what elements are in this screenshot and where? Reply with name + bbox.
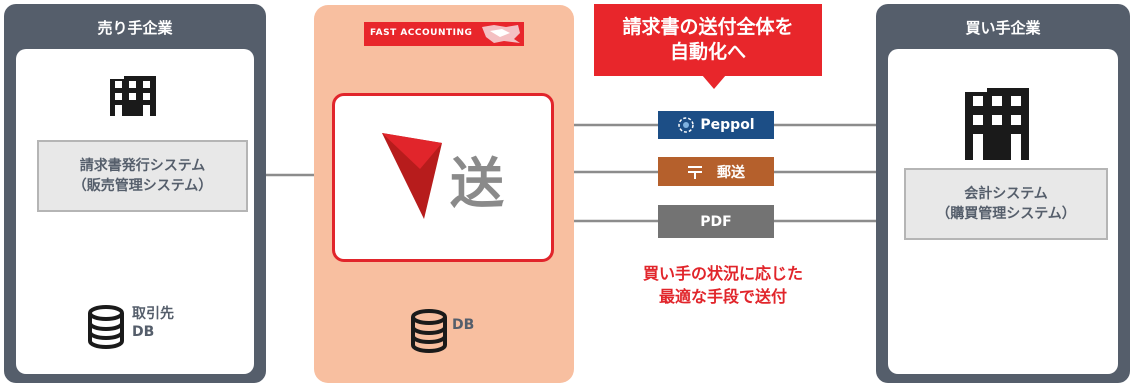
send-logo-icon — [382, 133, 442, 219]
peppol-globe-icon — [678, 117, 695, 133]
brand-mark-icon — [482, 25, 520, 43]
database-icon — [411, 309, 447, 353]
peppol-label: Peppol — [700, 117, 755, 133]
postal-label: 郵送 — [717, 164, 745, 181]
automation-callout: 請求書の送付全体を 自動化へ — [594, 4, 822, 76]
delivery-caption: 買い手の状況に応じた 最適な手段で送付 — [596, 262, 850, 308]
center-db-label: DB — [452, 317, 475, 333]
seller-system-line1: 請求書発行システム — [79, 158, 206, 174]
callout-pointer — [702, 75, 726, 89]
building-icon — [965, 88, 1029, 160]
seller-system-line2: （販売管理システム） — [72, 178, 213, 194]
caption-line2: 最適な手段で送付 — [658, 287, 787, 306]
seller-db-line2: DB — [132, 324, 155, 340]
buyer-title: 買い手企業 — [965, 19, 1041, 37]
buyer-system-line1: 会計システム — [964, 186, 1048, 202]
postal-mark-icon — [688, 165, 702, 179]
app-box: 送 — [332, 93, 554, 262]
seller-db-line1: 取引先 — [132, 306, 174, 322]
buyer-system-box: 会計システム （購買管理システム） — [904, 168, 1108, 240]
seller-db-label: 取引先 DB — [132, 305, 174, 341]
fast-accounting-logo: FAST ACCOUNTING — [364, 22, 524, 46]
send-character: 送 — [450, 152, 504, 215]
seller-system-box: 請求書発行システム （販売管理システム） — [37, 140, 248, 212]
caption-line1: 買い手の状況に応じた — [642, 264, 803, 283]
channel-postal: 郵送 — [658, 157, 774, 186]
brand-text: FAST ACCOUNTING — [370, 28, 473, 38]
channel-peppol: Peppol — [658, 111, 774, 139]
database-icon — [88, 305, 124, 349]
channel-pdf: PDF — [658, 205, 774, 238]
callout-line1: 請求書の送付全体を — [622, 16, 794, 38]
building-icon — [110, 76, 156, 116]
pdf-label: PDF — [700, 213, 732, 230]
seller-title: 売り手企業 — [97, 19, 173, 37]
callout-line2: 自動化へ — [669, 41, 746, 63]
buyer-system-line2: （購買管理システム） — [936, 206, 1076, 222]
